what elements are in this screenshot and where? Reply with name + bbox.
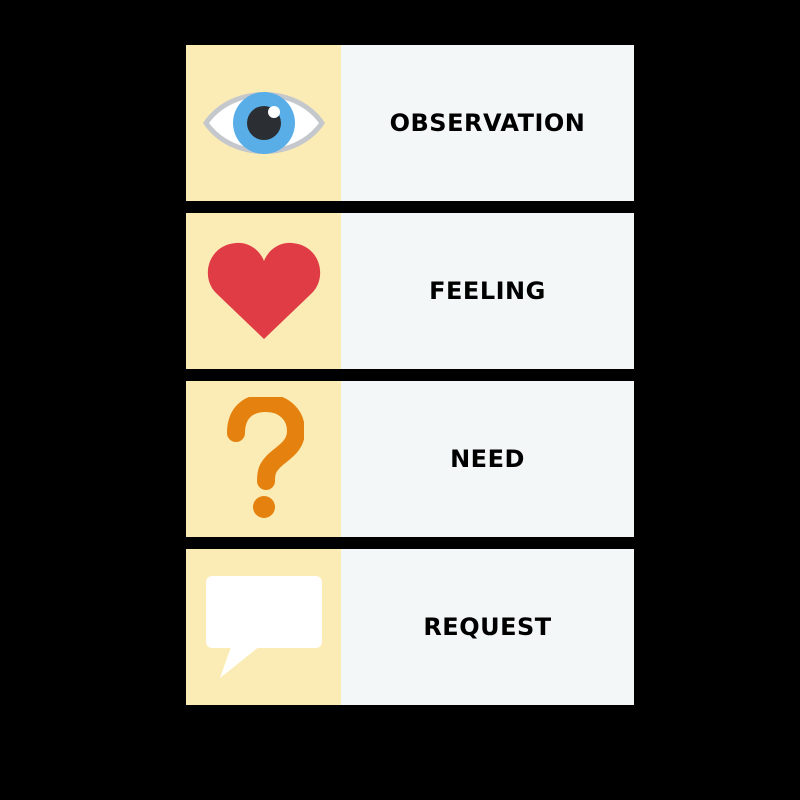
- label-panel: NEED: [341, 381, 634, 537]
- label-panel: OBSERVATION: [341, 45, 634, 201]
- icon-panel: [186, 549, 341, 705]
- step-row-request: REQUEST: [186, 549, 634, 705]
- question-mark-icon: [226, 397, 304, 518]
- step-row-observation: OBSERVATION: [186, 45, 634, 201]
- step-label-feeling: FEELING: [429, 277, 546, 305]
- speech-bubble-icon: [205, 576, 322, 678]
- step-label-request: REQUEST: [423, 613, 552, 641]
- icon-panel: [186, 45, 341, 201]
- heart-icon: [207, 242, 320, 339]
- step-row-feeling: FEELING: [186, 213, 634, 369]
- step-label-need: NEED: [450, 445, 525, 473]
- eye-icon: [202, 92, 325, 154]
- icon-panel: [186, 381, 341, 537]
- label-panel: REQUEST: [341, 549, 634, 705]
- icon-panel: [186, 213, 341, 369]
- step-label-observation: OBSERVATION: [389, 109, 586, 137]
- nvc-steps-stack: OBSERVATION FEELING NEED: [186, 45, 634, 705]
- step-row-need: NEED: [186, 381, 634, 537]
- label-panel: FEELING: [341, 213, 634, 369]
